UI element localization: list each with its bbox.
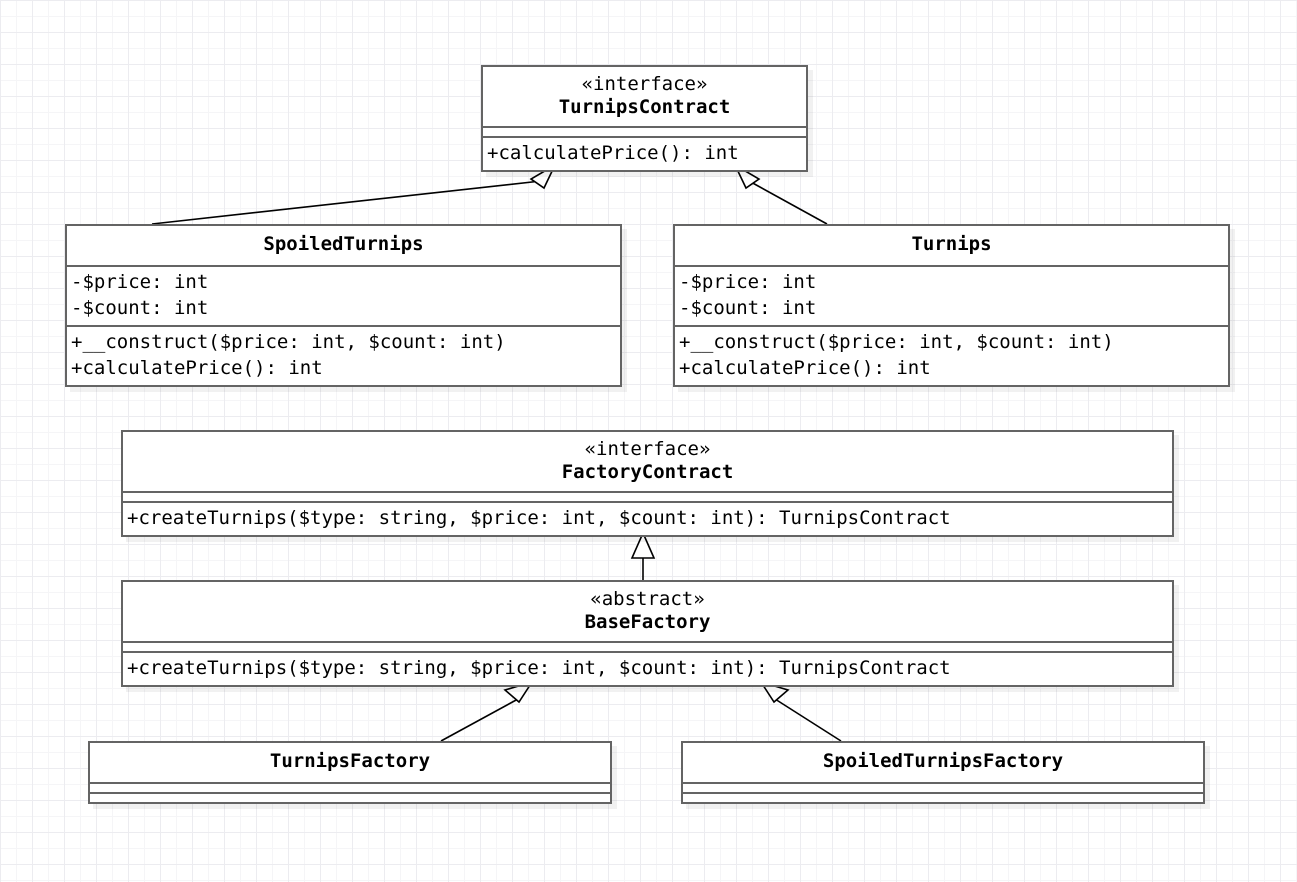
connector-spoiledturnipsfactory-to-basefactory xyxy=(774,698,842,742)
method-row: +calculatePrice(): int xyxy=(679,357,931,380)
class-name: BaseFactory xyxy=(584,611,711,634)
class-header: «abstract» BaseFactory xyxy=(123,582,1172,641)
method-row: +__construct($price: int, $count: int) xyxy=(71,331,506,354)
class-box-turnips-factory[interactable]: TurnipsFactory xyxy=(88,741,612,805)
class-header: «interface» TurnipsContract xyxy=(483,67,806,126)
class-box-spoiled-turnips-factory[interactable]: SpoiledTurnipsFactory xyxy=(681,741,1205,805)
attribute-row: -$count: int xyxy=(679,297,817,320)
method-row: +calculatePrice(): int xyxy=(487,142,739,165)
class-name: SpoiledTurnipsFactory xyxy=(822,750,1064,772)
class-header: «interface» FactoryContract xyxy=(123,432,1172,491)
compartment-divider xyxy=(67,325,620,328)
class-name: TurnipsFactory xyxy=(269,750,431,772)
attributes-compartment xyxy=(90,784,610,792)
attribute-row: -$price: int xyxy=(71,271,209,294)
attributes-compartment: -$price: int -$count: int xyxy=(67,267,620,325)
class-stereotype: «abstract» xyxy=(590,588,705,610)
methods-compartment: +createTurnips($type: string, $price: in… xyxy=(123,503,1172,535)
methods-compartment xyxy=(683,794,1203,802)
methods-compartment: +__construct($price: int, $count: int) +… xyxy=(67,327,620,385)
attribute-row: -$price: int xyxy=(679,271,817,294)
class-box-factory-contract[interactable]: «interface» FactoryContract +createTurni… xyxy=(121,430,1174,538)
compartment-divider xyxy=(90,782,610,785)
method-row: +createTurnips($type: string, $price: in… xyxy=(127,657,951,680)
methods-compartment: +calculatePrice(): int xyxy=(483,138,806,170)
compartment-divider xyxy=(67,265,620,268)
connector-turnips-to-turnipscontract xyxy=(748,180,828,225)
attribute-row: -$count: int xyxy=(71,297,209,320)
compartment-divider xyxy=(123,501,1172,504)
methods-compartment: +__construct($price: int, $count: int) +… xyxy=(675,327,1228,385)
class-stereotype: «interface» xyxy=(584,438,711,460)
method-row: +__construct($price: int, $count: int) xyxy=(679,331,1114,354)
attributes-compartment xyxy=(123,643,1172,651)
class-name: SpoiledTurnips xyxy=(263,233,424,255)
compartment-divider xyxy=(675,265,1228,268)
class-box-turnips[interactable]: Turnips -$price: int -$count: int +__con… xyxy=(673,224,1230,388)
class-name: TurnipsContract xyxy=(558,96,731,119)
class-name: Turnips xyxy=(911,233,992,255)
class-box-base-factory[interactable]: «abstract» BaseFactory +createTurnips($t… xyxy=(121,580,1174,688)
compartment-divider xyxy=(123,491,1172,494)
class-header: SpoiledTurnips xyxy=(67,226,620,265)
compartment-divider xyxy=(123,641,1172,644)
compartment-divider xyxy=(90,792,610,795)
attributes-compartment xyxy=(123,493,1172,501)
method-row: +createTurnips($type: string, $price: in… xyxy=(127,507,951,530)
class-stereotype: «interface» xyxy=(581,73,708,95)
attributes-compartment xyxy=(483,128,806,136)
connector-spoiledturnips-to-turnipscontract xyxy=(151,180,542,225)
compartment-divider xyxy=(483,126,806,129)
compartment-divider xyxy=(123,651,1172,654)
class-header: TurnipsFactory xyxy=(90,743,610,782)
compartment-divider xyxy=(683,792,1203,795)
compartment-divider xyxy=(683,782,1203,785)
methods-compartment xyxy=(90,794,610,802)
class-header: Turnips xyxy=(675,226,1228,265)
attributes-compartment xyxy=(683,784,1203,792)
class-box-turnips-contract[interactable]: «interface» TurnipsContract +calculatePr… xyxy=(481,65,808,173)
class-name: FactoryContract xyxy=(561,461,734,484)
class-box-spoiled-turnips[interactable]: SpoiledTurnips -$price: int -$count: int… xyxy=(65,224,622,388)
connector-turnipsfactory-to-basefactory xyxy=(440,698,519,742)
method-row: +calculatePrice(): int xyxy=(71,357,323,380)
class-header: SpoiledTurnipsFactory xyxy=(683,743,1203,782)
methods-compartment: +createTurnips($type: string, $price: in… xyxy=(123,653,1172,685)
compartment-divider xyxy=(675,325,1228,328)
compartment-divider xyxy=(483,136,806,139)
attributes-compartment: -$price: int -$count: int xyxy=(675,267,1228,325)
